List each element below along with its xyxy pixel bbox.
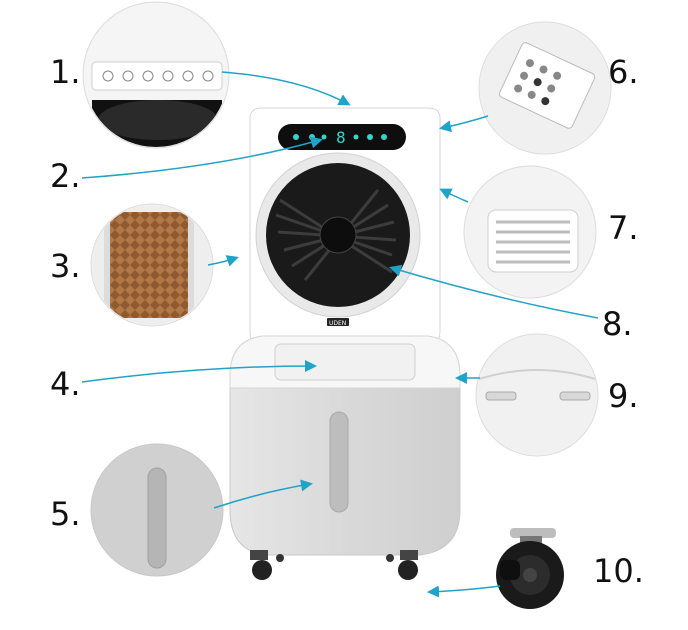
- water-level-window: [329, 411, 349, 513]
- arrow-8: [389, 264, 599, 319]
- arrow-5: [213, 479, 313, 509]
- label-10: 10.: [593, 552, 644, 590]
- label-3: 3.: [50, 247, 81, 285]
- display-icon-wifi: [293, 134, 299, 140]
- label-7: 7.: [608, 209, 639, 247]
- brand-badge: [327, 318, 349, 326]
- tank-lid[interactable]: [274, 343, 416, 381]
- arrow-6: [439, 115, 489, 133]
- label-8: 8.: [602, 305, 633, 343]
- brand-label: UDEN: [329, 320, 346, 327]
- display-icon-c: [353, 134, 359, 140]
- wheels: [250, 550, 418, 580]
- caster-wheel-detail: [496, 528, 564, 609]
- display-icon-e: [381, 134, 387, 140]
- label-1: 1.: [50, 53, 81, 91]
- detail-circle-water-level: [90, 443, 224, 577]
- display-icon-d: [367, 134, 373, 140]
- detail-circle-grille: [463, 165, 597, 299]
- arrow-2: [81, 136, 323, 179]
- label-5: 5.: [50, 495, 81, 533]
- detail-circle-cooling-pad: [90, 203, 214, 327]
- label-6: 6.: [608, 53, 639, 91]
- detail-circle-control-panel: [82, 1, 230, 149]
- arrow-3: [207, 255, 239, 267]
- arrow-1: [221, 71, 351, 106]
- label-4: 4.: [50, 365, 81, 403]
- arrow-7: [439, 188, 469, 203]
- arrow-10: [427, 585, 501, 598]
- detail-circle-remote: [478, 21, 612, 155]
- arrow-4: [81, 360, 317, 383]
- display-digit: 8: [336, 128, 346, 147]
- label-2: 2.: [50, 157, 81, 195]
- fan-hub: [319, 216, 357, 254]
- display-icon-a: [309, 134, 315, 140]
- display-icon-b: [321, 134, 327, 140]
- air-cooler: 8 UDEN: [229, 107, 461, 580]
- callout-arrows: [81, 71, 599, 598]
- detail-circle-latches: [475, 333, 599, 457]
- label-9: 9.: [608, 377, 639, 415]
